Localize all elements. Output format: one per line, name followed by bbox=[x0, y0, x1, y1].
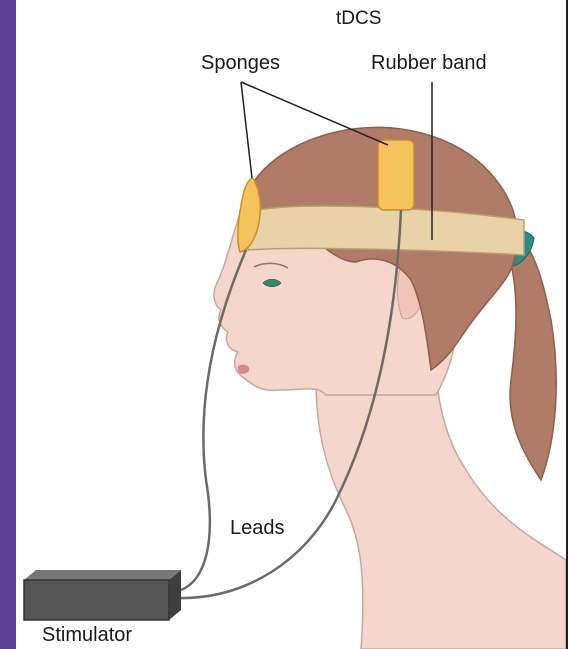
diagram-panel: tDCS Sponges Rubber band Leads Stimulato… bbox=[16, 0, 568, 649]
sponge-top bbox=[378, 140, 414, 210]
rubber-band-label: Rubber band bbox=[371, 52, 487, 75]
pointer-line-sponges-front bbox=[241, 82, 252, 178]
stimulator-box bbox=[24, 580, 169, 620]
diagram-title: tDCS bbox=[336, 8, 381, 30]
pointer-line-sponges-top bbox=[241, 82, 388, 145]
stimulator-label: Stimulator bbox=[42, 624, 132, 647]
stimulator-box-top bbox=[24, 570, 181, 580]
sponges-label: Sponges bbox=[201, 52, 280, 75]
tdcs-illustration bbox=[16, 0, 566, 649]
leads-label: Leads bbox=[230, 517, 285, 540]
ponytail bbox=[506, 238, 556, 480]
